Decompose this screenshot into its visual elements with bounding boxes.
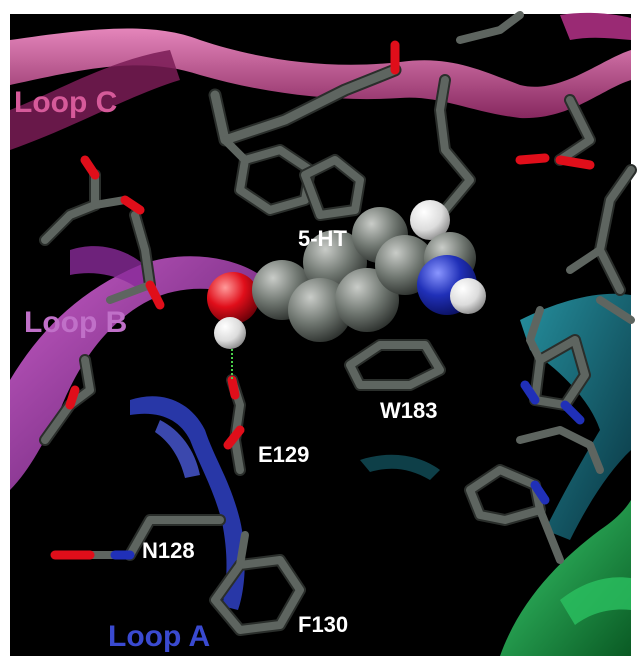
residue-w183-label: W183 (380, 398, 438, 423)
loop-a-label: Loop A (108, 620, 211, 653)
stick-heteroatoms (50, 40, 595, 560)
residue-n128-label: N128 (142, 538, 195, 563)
loop-b-label: Loop B (24, 306, 128, 339)
green-ribbon (500, 500, 631, 656)
residue-e129-label: E129 (258, 442, 310, 467)
residue-f130-label: F130 (298, 612, 349, 637)
loop-c-ribbon (10, 12, 631, 150)
loop-a-ribbon (130, 396, 245, 610)
ligand-oxygen-atom (207, 272, 259, 324)
loop-c-label: Loop C (14, 86, 118, 119)
serotonin-ligand (207, 200, 486, 349)
ligand-hydrogen-atom (214, 317, 246, 349)
side-chain-sticks (39, 11, 637, 636)
loop-b-ribbon (10, 246, 260, 490)
ligand-label: 5-HT (298, 226, 347, 251)
